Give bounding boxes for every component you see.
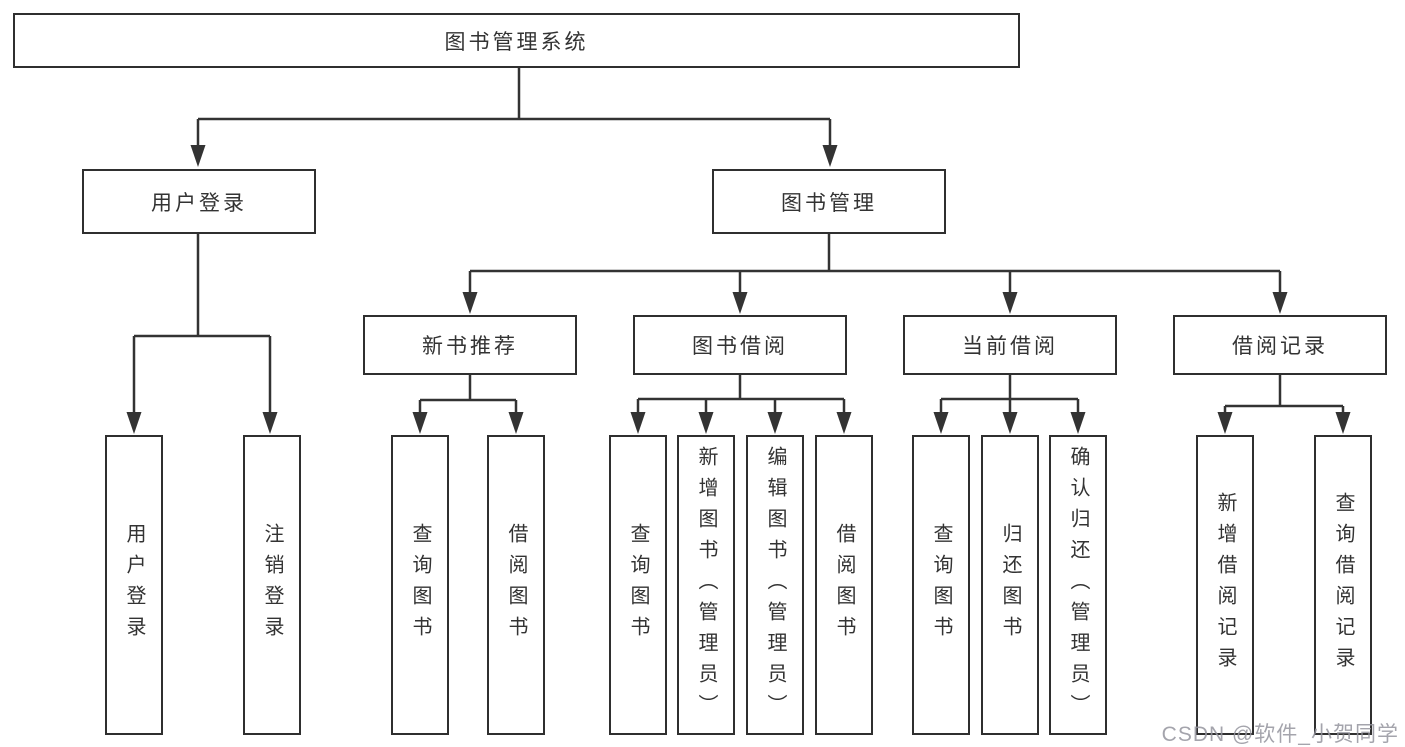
node-label: 用户登录 bbox=[151, 191, 247, 215]
leaf-label: 用户登录 bbox=[123, 523, 145, 647]
node-current-borrowing: 当前借阅 bbox=[903, 315, 1117, 375]
leaf-label: 查询借阅记录 bbox=[1332, 492, 1354, 678]
node-borrowing-records: 借阅记录 bbox=[1173, 315, 1387, 375]
leaf-query-books-current: 查询图书 bbox=[912, 435, 970, 735]
node-label: 图书管理系统 bbox=[444, 30, 589, 54]
node-label: 借阅记录 bbox=[1232, 335, 1328, 358]
leaf-label: 注销登录 bbox=[261, 523, 283, 647]
leaf-label: 查询图书 bbox=[627, 523, 649, 647]
leaf-borrow-books-recommend: 借阅图书 bbox=[487, 435, 545, 735]
node-label: 图书借阅 bbox=[692, 335, 788, 358]
node-book-management: 图书管理 bbox=[712, 169, 946, 234]
leaf-label: 借阅图书 bbox=[505, 523, 527, 647]
leaf-borrow-books: 借阅图书 bbox=[815, 435, 873, 735]
leaf-add-books-admin: 新增图书（管理员） bbox=[677, 435, 735, 735]
leaf-label: 新增图书（管理员） bbox=[695, 445, 717, 725]
leaf-label: 借阅图书 bbox=[833, 523, 855, 647]
leaf-label: 归还图书 bbox=[999, 523, 1021, 647]
leaf-user-login: 用户登录 bbox=[105, 435, 163, 735]
leaf-query-books-borrowing: 查询图书 bbox=[609, 435, 667, 735]
node-label: 新书推荐 bbox=[422, 335, 518, 358]
node-new-book-recommendation: 新书推荐 bbox=[363, 315, 577, 375]
leaf-label: 查询图书 bbox=[930, 523, 952, 647]
leaf-query-borrow-record: 查询借阅记录 bbox=[1314, 435, 1372, 735]
leaf-edit-books-admin: 编辑图书（管理员） bbox=[746, 435, 804, 735]
arrowheads bbox=[126, 145, 1351, 434]
node-user-login: 用户登录 bbox=[82, 169, 316, 234]
leaf-query-books-recommend: 查询图书 bbox=[391, 435, 449, 735]
leaf-logout: 注销登录 bbox=[243, 435, 301, 735]
leaf-label: 编辑图书（管理员） bbox=[764, 445, 786, 725]
node-label: 当前借阅 bbox=[962, 335, 1058, 358]
leaf-return-books: 归还图书 bbox=[981, 435, 1039, 735]
node-label: 图书管理 bbox=[781, 191, 877, 215]
csdn-watermark: CSDN @软件_小贺同学 bbox=[1161, 723, 1399, 746]
leaf-label: 确认归还（管理员） bbox=[1067, 445, 1089, 725]
node-book-borrowing: 图书借阅 bbox=[633, 315, 847, 375]
node-library-management-system: 图书管理系统 bbox=[13, 13, 1020, 68]
leaf-add-borrow-record: 新增借阅记录 bbox=[1196, 435, 1254, 735]
leaf-confirm-return-admin: 确认归还（管理员） bbox=[1049, 435, 1107, 735]
leaf-label: 新增借阅记录 bbox=[1214, 492, 1236, 678]
leaf-label: 查询图书 bbox=[409, 523, 431, 647]
